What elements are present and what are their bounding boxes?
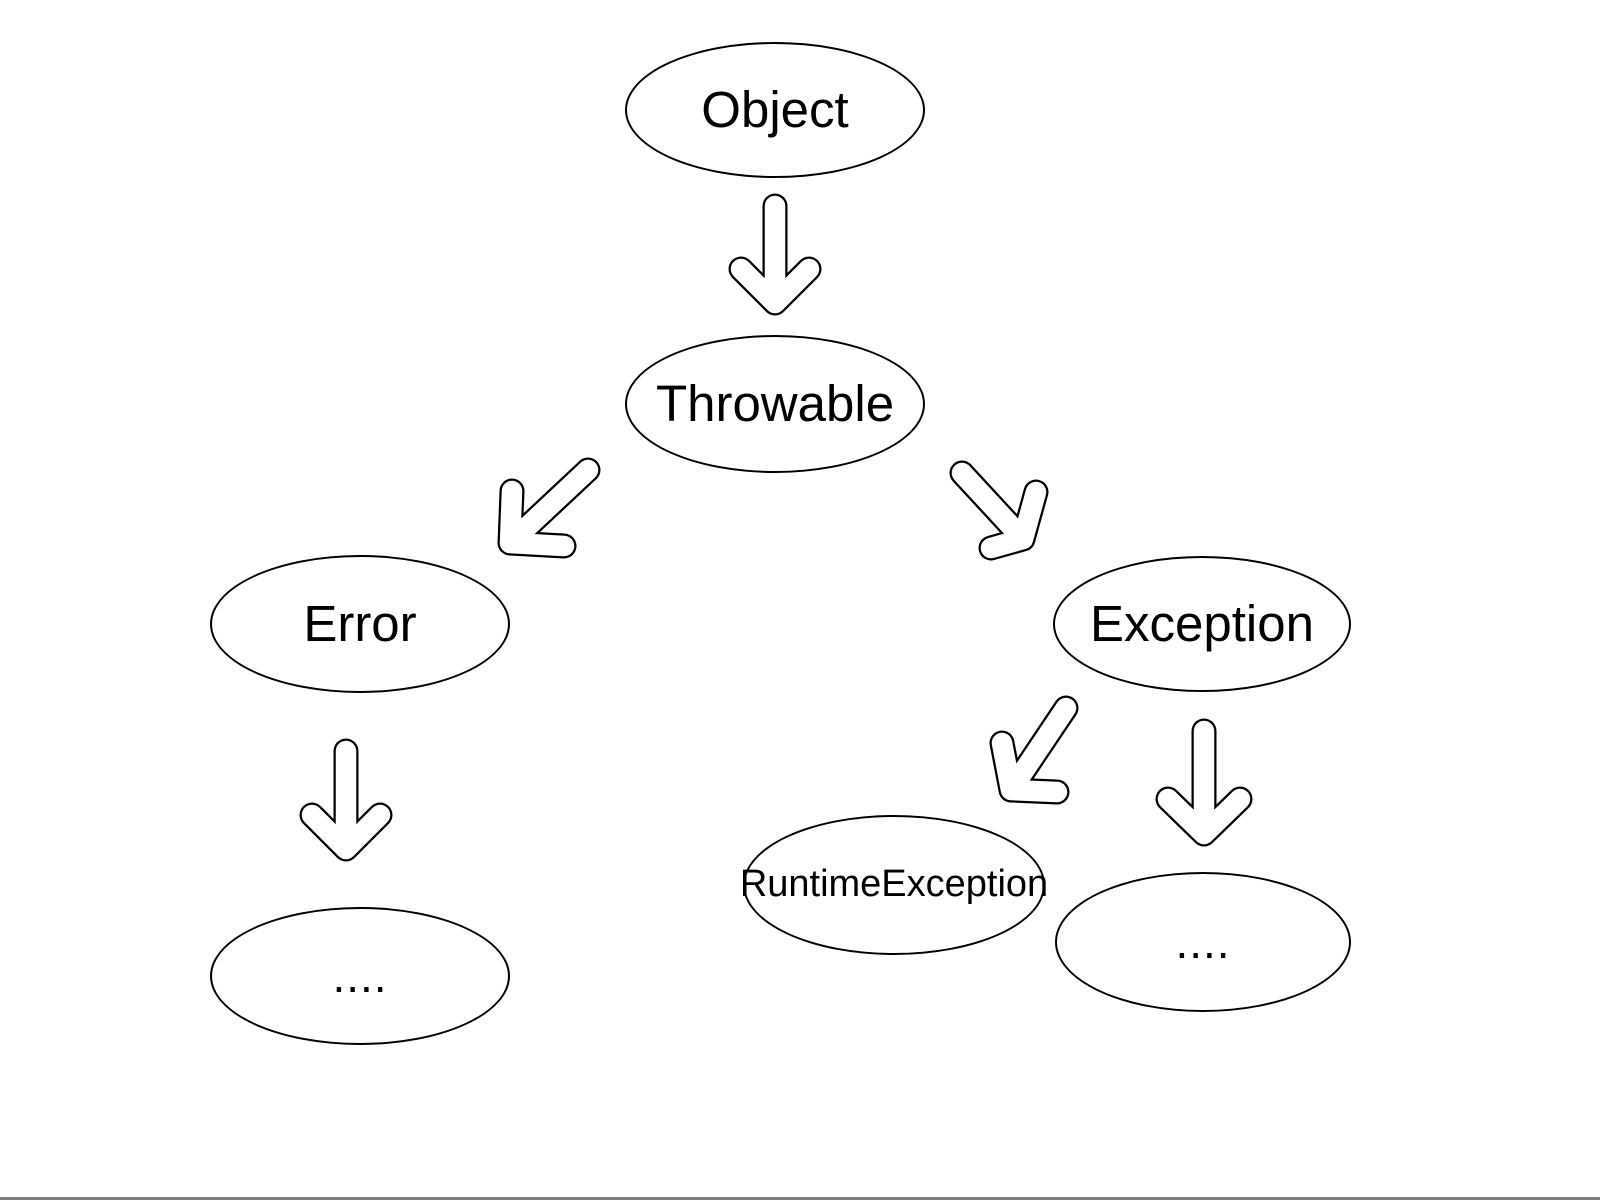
node-object-label: Object <box>701 80 849 138</box>
node-error-label: Error <box>303 594 417 652</box>
arrow-error-to-ellipsis <box>299 738 393 862</box>
node-exception-ellipsis-label: .... <box>1175 915 1231 968</box>
node-error: Error <box>210 555 510 693</box>
arrow-object-to-throwable <box>728 193 822 316</box>
arrow-throwable-to-exception <box>949 460 1049 561</box>
node-object: Object <box>625 42 925 178</box>
node-error-ellipsis-label: .... <box>332 949 388 1002</box>
node-throwable: Throwable <box>625 335 925 473</box>
arrow-throwable-to-error <box>497 457 601 559</box>
node-error-ellipsis: .... <box>210 907 510 1045</box>
node-exception-label: Exception <box>1090 594 1314 652</box>
node-runtimeexception: RuntimeException <box>739 815 1049 955</box>
arrow-exception-to-ellipsis <box>1155 718 1253 847</box>
node-runtimeexception-label: RuntimeException <box>739 863 1049 906</box>
node-exception-ellipsis: .... <box>1055 872 1351 1012</box>
node-exception: Exception <box>1053 556 1351 692</box>
bottom-divider-line <box>0 1197 1600 1200</box>
node-throwable-label: Throwable <box>655 374 895 432</box>
arrow-exception-to-runtimeexception <box>989 695 1079 805</box>
